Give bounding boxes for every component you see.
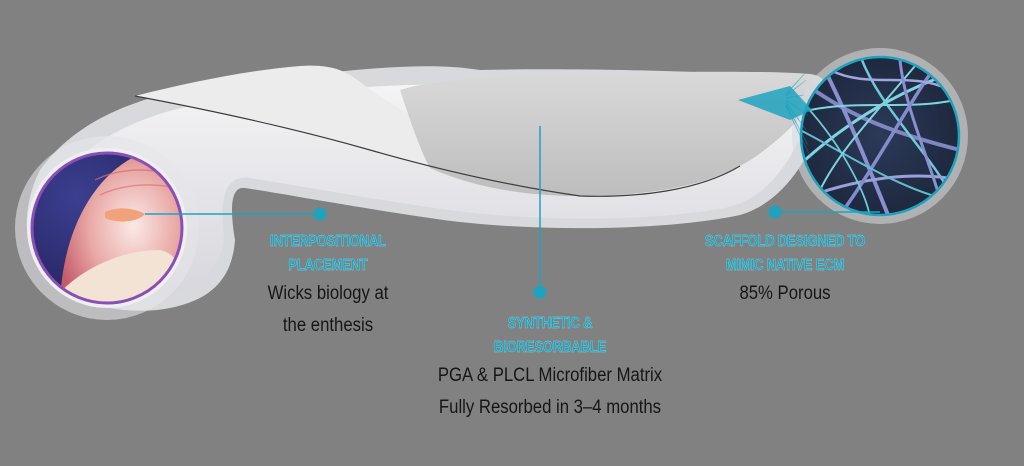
callout-synthetic: SYNTHETIC & BIORESORBABLE PGA & PLCL Mic… <box>400 312 700 424</box>
callout-scaffold: SCAFFOLD DESIGNED TO MIMIC NATIVE ECM 85… <box>660 230 910 310</box>
callout-title-line: SYNTHETIC & <box>507 315 593 332</box>
callout-desc-line: 85% Porous <box>739 283 831 304</box>
tendon-enthesis-inset <box>15 136 199 320</box>
callout-desc-line: PGA & PLCL Microfiber Matrix <box>437 365 663 386</box>
callout-desc-line: the enthesis <box>282 315 374 336</box>
callout-title-line: PLACEMENT <box>288 257 368 274</box>
callout-interpositional: INTERPOSITIONAL PLACEMENT Wicks biology … <box>228 230 428 342</box>
callout-title-line: BIORESORBABLE <box>494 339 607 356</box>
callout-title-line: SCAFFOLD DESIGNED TO <box>704 233 866 250</box>
leader-lines <box>145 126 880 299</box>
callout-title-line: MIMIC NATIVE ECM <box>725 257 845 274</box>
callout-desc-line: Fully Resorbed in 3–4 months <box>438 397 662 418</box>
callout-desc-line: Wicks biology at <box>267 283 389 304</box>
zoom-beam <box>738 69 813 161</box>
scaffold-sheet <box>134 65 825 197</box>
callout-title-line: INTERPOSITIONAL <box>270 233 386 250</box>
microfiber-inset <box>792 48 968 224</box>
